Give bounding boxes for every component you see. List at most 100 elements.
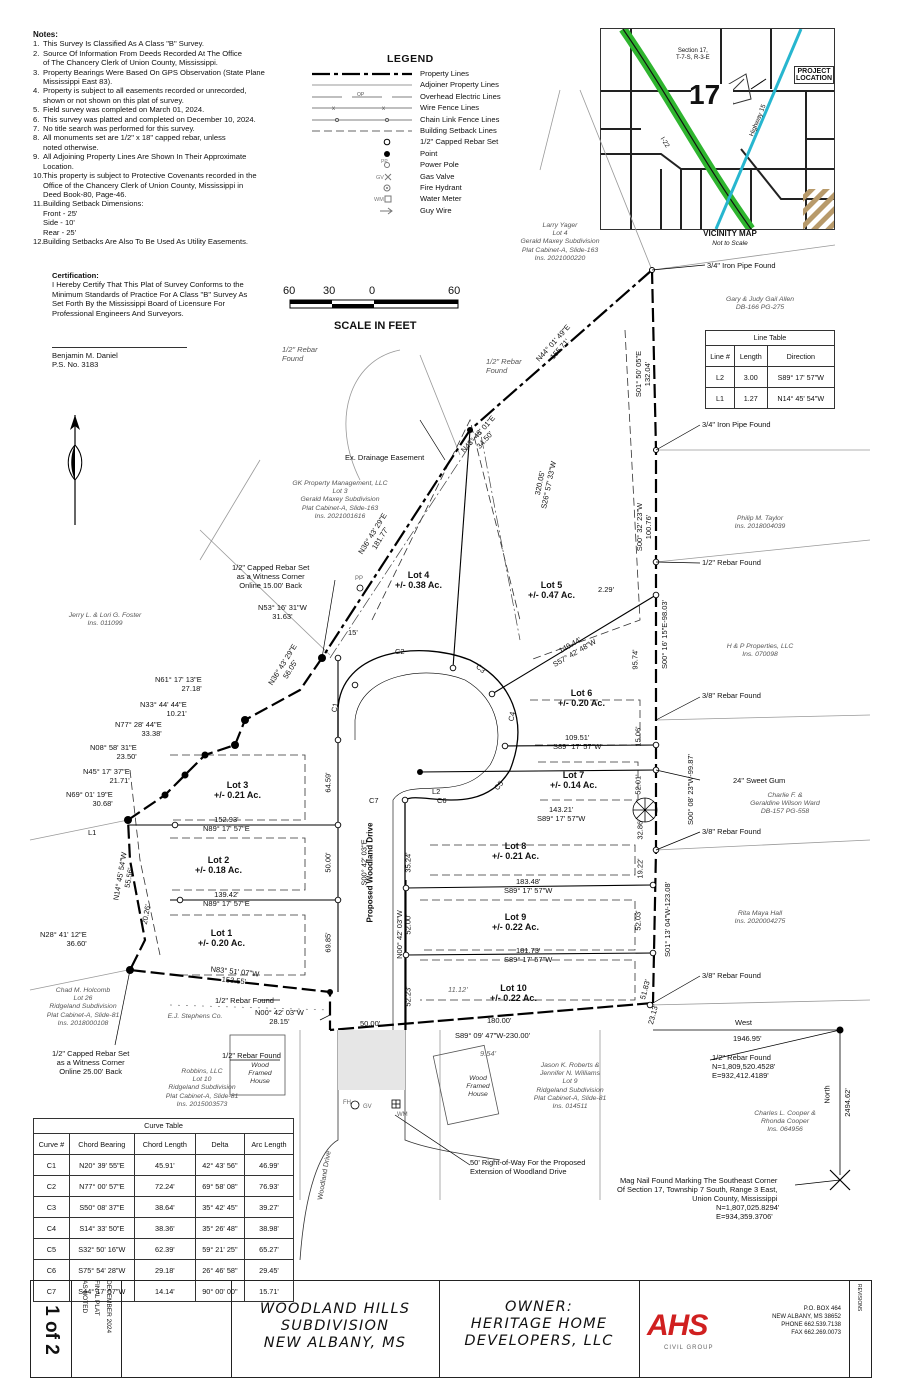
lot-10-label: Lot 10+/- 0.22 Ac. — [490, 983, 537, 1003]
curve-chord-bearing: N77° 00' 57"E — [68, 1175, 135, 1197]
line-table-grid: Line # Length Direction L2 3.00 S89° 17'… — [704, 345, 836, 409]
surveyor-name: Benjamin M. Daniel — [52, 351, 118, 360]
bearing-label: 181.73' S89° 17' 57"W — [504, 946, 553, 964]
curve-label: C2 — [395, 647, 405, 656]
curve-table-header: Chord Bearing — [68, 1133, 135, 1155]
lot-5-label: Lot 5+/- 0.47 Ac. — [528, 580, 575, 600]
adjoiner-owner-label: Jason K. Roberts & Jennifer N. Williams … — [533, 1062, 607, 1111]
curve-chord-bearing: S44° 17' 57"W — [68, 1280, 135, 1302]
curve-chord-length: 45.91' — [133, 1154, 196, 1176]
north-distance: 2494.62' — [842, 1088, 852, 1117]
water-meter-label: WM — [397, 1112, 408, 1118]
curve-table-title: Curve Table — [33, 1118, 294, 1133]
bearing-label: N53° 16' 31"W 31.63' — [258, 603, 307, 621]
bearing-label: N69° 01' 19"E 30.68' — [66, 790, 113, 808]
vicinity-section-number: 17 — [689, 79, 721, 110]
note-item: 8.All monuments set are 1/2" x 18" cappe… — [33, 133, 226, 152]
capped-rebar-points — [171, 558, 660, 1009]
sheet-number-cell: 1 of 2 — [31, 1281, 72, 1377]
curve-chord-length: 62.39' — [133, 1238, 196, 1260]
curve-delta: 26° 46' 58" — [194, 1259, 245, 1281]
certification-heading: Certification: — [52, 271, 99, 280]
note-item: 2.Source Of Information From Deeds Recor… — [33, 48, 242, 68]
legend-swatch — [312, 84, 412, 86]
project-name: WOODLAND HILLS SUBDIVISION NEW ALBANY, M… — [259, 1301, 411, 1351]
lot-8-label: Lot 8+/- 0.21 Ac. — [492, 841, 539, 861]
legend-label: Adjoiner Property Lines — [420, 80, 499, 90]
bearing-label: 183.48' S89° 17' 57"W — [504, 877, 553, 895]
drainage-easement-label: Ex. Drainage Easement — [345, 453, 425, 462]
scale-tick-label: 60 — [448, 285, 461, 297]
curve-number: C1 — [33, 1154, 70, 1176]
revisions-cell: REVISIONS — [849, 1281, 870, 1377]
curve-chord-bearing: S50° 08' 37"E — [68, 1196, 135, 1218]
scale-tick-label: 60 — [283, 285, 296, 297]
lot-7-label: Lot 7+/- 0.14 Ac. — [550, 770, 597, 790]
lot-1-label: Lot 1+/- 0.20 Ac. — [198, 928, 245, 948]
rebar-found-label: 1/2" Rebar Found — [215, 996, 274, 1005]
witness-corner-label: 1/2" Capped Rebar Set as a Witness Corne… — [52, 1049, 130, 1076]
legend-swatch — [312, 130, 412, 132]
bearing-label: 152.93' N89° 17' 57"E — [203, 815, 250, 833]
bearing-label: 95.74' — [630, 649, 640, 670]
adjoiner-owner-label: Larry Yager Lot 4 Gerald Maxey Subdivisi… — [520, 222, 600, 262]
bearing-label: S00° 42' 03"E — [359, 839, 369, 886]
gas-valve-label: GV — [363, 1104, 372, 1110]
lot-4-label: Lot 4+/- 0.38 Ac. — [395, 570, 442, 590]
bearing-label: S00° 16' 15"E-98.03' — [660, 600, 669, 669]
company-logo: AHS — [647, 1309, 708, 1342]
bearing-label: 50.00' — [323, 852, 333, 873]
vicinity-map: Section 17, T-7-S, R-3-E 17 PROJECT LOCA… — [600, 28, 835, 230]
scale-bar — [289, 299, 459, 309]
house-outline — [432, 1044, 500, 1126]
legend-swatch: WM — [374, 195, 392, 203]
bearing-label: N77° 28' 44"E 33.38' — [115, 720, 162, 738]
bearing-label: 2.29' — [598, 585, 615, 594]
line-direction: N14° 45' 54"W — [766, 387, 836, 409]
tree-symbol — [632, 797, 658, 823]
adjoiner-owner-label: Robbins, LLC Lot 10 Ridgeland Subdivisio… — [165, 1068, 239, 1108]
legend-swatch — [384, 150, 390, 157]
curve-chord-bearing: S32° 50' 16"W — [68, 1238, 135, 1260]
curve-label: C6 — [437, 796, 447, 805]
curve-label: C1 — [329, 701, 341, 714]
scale-title: SCALE IN FEET — [334, 320, 417, 332]
adjoiner-owner-label: Charles L. Cooper & Rhonda Cooper Ins. 0… — [754, 1110, 816, 1134]
adjoiner-owner-label: Philip M. Taylor Ins. 2018004039 — [734, 515, 786, 531]
rebar-found-label: 3/8" Rebar Found — [702, 971, 761, 980]
svg-text:OP: OP — [357, 92, 365, 98]
legend-label: Overhead Electric Lines — [420, 91, 501, 101]
notes-heading: Notes: — [33, 30, 58, 39]
legend-item-chain: Chain Link Fence Lines — [308, 114, 528, 125]
curve-chord-length: 29.18' — [133, 1259, 196, 1281]
legend-item-setback: Building Setback Lines — [308, 125, 528, 136]
note-item: 3.Property Bearings Were Based On GPS Ob… — [33, 67, 265, 87]
curve-delta: 59° 21' 25" — [194, 1238, 245, 1260]
bearing-label: 15' — [348, 628, 358, 637]
bearing-label: 52.03' — [633, 910, 643, 931]
bearing-label: 143.21' S89° 17' 57"W — [537, 805, 586, 823]
bearing-label: N00° 42' 03"W — [394, 910, 404, 959]
rebar-found-label: 1/2" Rebar Found — [702, 558, 761, 567]
table-row: L2 3.00 S89° 17' 57"W — [704, 366, 836, 388]
legend-label: 1/2" Capped Rebar Set — [420, 137, 499, 147]
plat-info-cell: DECEMBER 2024 FINAL PLAT AS NOTED — [71, 1280, 122, 1377]
leader-lines — [114, 264, 841, 1186]
mag-nail-easting: E=934,359.3706' — [716, 1212, 773, 1221]
cul-de-sac-right-of-way — [337, 650, 519, 1030]
legend-label: Water Meter — [420, 194, 462, 204]
legend-label: Building Setback Lines — [420, 125, 497, 135]
bearing-label: N28° 41' 12"E 36.60' — [40, 930, 87, 948]
bearing-label: 32.86' — [635, 819, 645, 840]
legend-label: Power Pole — [420, 160, 459, 170]
power-pole-label: PP — [355, 576, 364, 582]
owner-name: OWNER: HERITAGE HOME DEVELOPERS, LLC — [464, 1299, 614, 1349]
legend-label: Wire Fence Lines — [420, 103, 480, 113]
witness-corner-label: 1/2" Capped Rebar Set as a Witness Corne… — [232, 563, 310, 590]
surveyor-license: P.S. No. 3183 — [52, 360, 99, 370]
